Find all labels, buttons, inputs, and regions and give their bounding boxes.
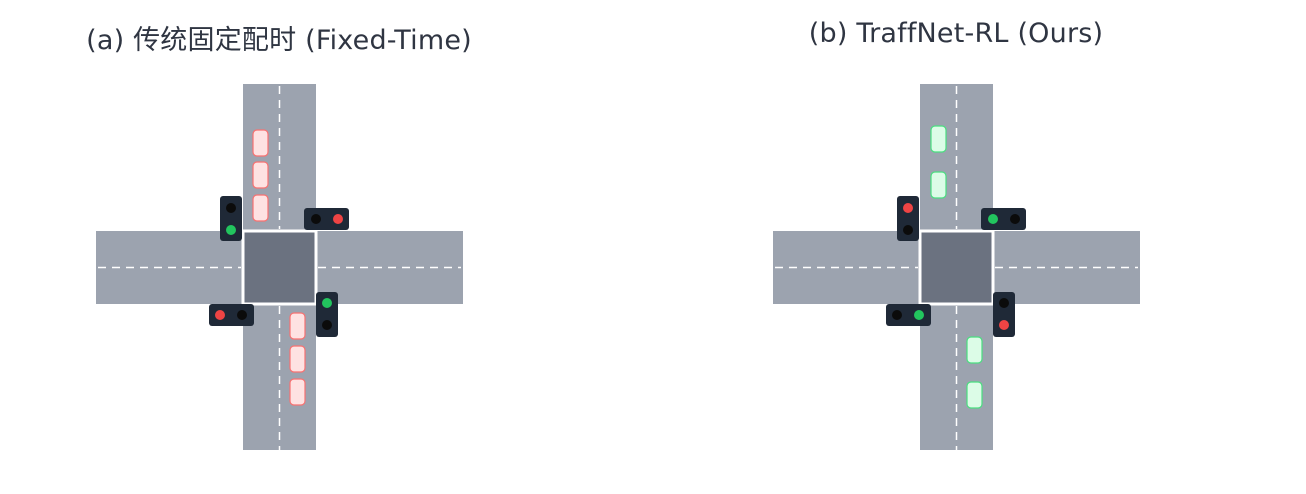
signal-lamp [333,214,343,224]
vehicle [966,336,983,364]
signal-lamp [322,298,332,308]
signal-lamp [988,214,998,224]
traffic-light-south-east [993,292,1015,337]
traffic-light-north-west [220,196,242,241]
traffic-light-north-west [897,196,919,241]
vehicle [930,171,947,199]
vehicle [289,312,306,340]
signal-lamp [311,214,321,224]
traffic-light-south-west [886,304,931,326]
panel-b [773,84,1140,450]
signal-lamp [215,310,225,320]
intersection-box [918,229,995,306]
vehicle [252,194,269,222]
signal-lamp [892,310,902,320]
vehicle [289,345,306,373]
signal-lamp [999,320,1009,330]
intersection-box [241,229,318,306]
vehicle [930,125,947,153]
vehicle [252,161,269,189]
signal-lamp [903,203,913,213]
traffic-light-north-east [981,208,1026,230]
signal-lamp [237,310,247,320]
signal-lamp [914,310,924,320]
signal-lamp [322,320,332,330]
vehicle [966,381,983,409]
traffic-light-south-west [209,304,254,326]
vehicle [289,378,306,406]
signal-lamp [999,298,1009,308]
panel-a-title: (a) 传统固定配时 (Fixed-Time) [86,25,472,56]
signal-lamp [1010,214,1020,224]
panel-a [96,84,463,450]
panel-b-title: (b) TraffNet-RL (Ours) [808,18,1104,49]
traffic-light-north-east [304,208,349,230]
signal-lamp [226,203,236,213]
signal-lamp [226,225,236,235]
signal-lamp [903,225,913,235]
traffic-light-south-east [316,292,338,337]
vehicle [252,129,269,157]
